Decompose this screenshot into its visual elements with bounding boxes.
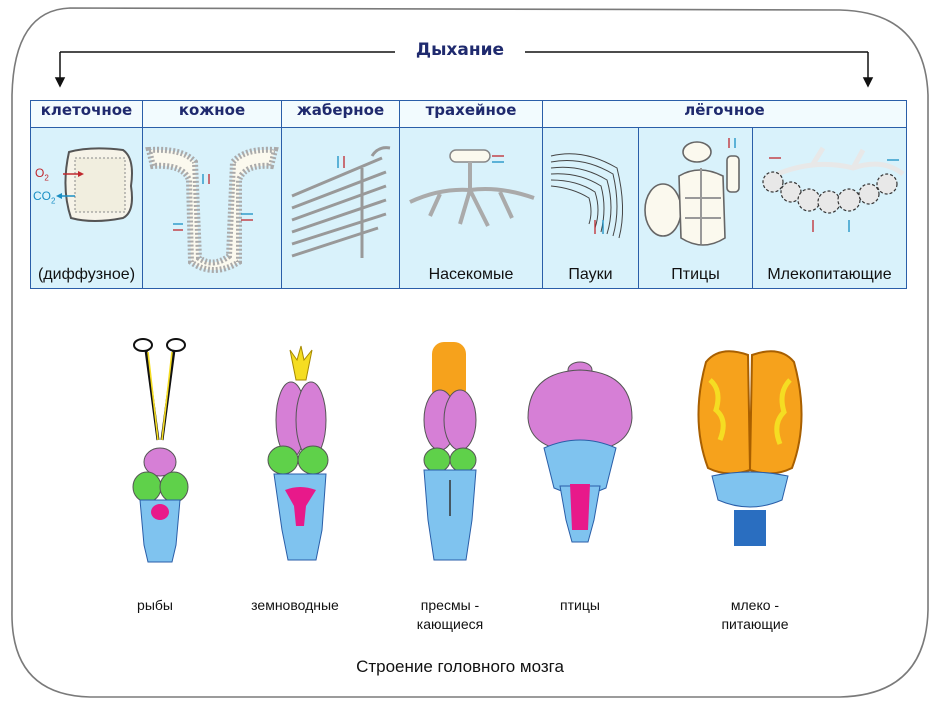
header-tracheal: трахейное bbox=[399, 100, 543, 128]
reptile-brain bbox=[423, 342, 477, 561]
brain-title: Строение головного мозга bbox=[356, 657, 564, 676]
gill-breathing-illustration bbox=[291, 146, 391, 258]
skin-breathing-illustration bbox=[145, 146, 279, 273]
cell-cellular: O2 CO2 (диффузное) bbox=[30, 127, 143, 289]
bird-lung-illustration bbox=[644, 138, 740, 246]
label-amphibians: земноводные bbox=[251, 597, 339, 613]
label-mammals: млеко -питающие bbox=[721, 597, 789, 632]
label-reptiles: пресмы -кающиеся bbox=[416, 597, 484, 632]
alveoli-illustration bbox=[762, 146, 905, 232]
caption-insects: Насекомые bbox=[428, 266, 514, 283]
caption-diffuse: (диффузное) bbox=[37, 266, 136, 283]
cell-mammals-lung: Млекопитающие bbox=[752, 127, 907, 289]
cell-gill bbox=[281, 127, 400, 289]
header-skin: кожное bbox=[142, 100, 282, 128]
label-fish: рыбы bbox=[137, 597, 173, 613]
amphibian-brain bbox=[267, 345, 329, 561]
book-lung-illustration bbox=[550, 153, 624, 239]
mammal-brain bbox=[697, 350, 803, 546]
o2-label: O2 bbox=[35, 166, 49, 183]
label-birds: птицы bbox=[560, 597, 600, 613]
tracheal-system-illustration bbox=[409, 149, 535, 227]
cell-birds-lung: Птицы bbox=[638, 127, 753, 289]
bird-brain bbox=[527, 361, 633, 543]
header-cellular: клеточное bbox=[30, 100, 143, 128]
caption-spiders: Пауки bbox=[568, 266, 613, 283]
respiration-table: клеточное кожное жаберное трахейное лёго… bbox=[30, 100, 907, 289]
co2-label: CO2 bbox=[33, 189, 56, 206]
fish-brain bbox=[132, 338, 189, 563]
cell-skin bbox=[142, 127, 282, 289]
respiration-title: Дыхание bbox=[415, 40, 505, 60]
header-gill: жаберное bbox=[281, 100, 400, 128]
caption-mammals-lung: Млекопитающие bbox=[767, 266, 892, 283]
title-bracket-line bbox=[54, 51, 874, 88]
cell-spiders: Пауки bbox=[542, 127, 639, 289]
cell-tracheal: Насекомые bbox=[399, 127, 543, 289]
diffusion-cell-illustration bbox=[56, 147, 133, 222]
caption-birds-lung: Птицы bbox=[671, 266, 720, 283]
